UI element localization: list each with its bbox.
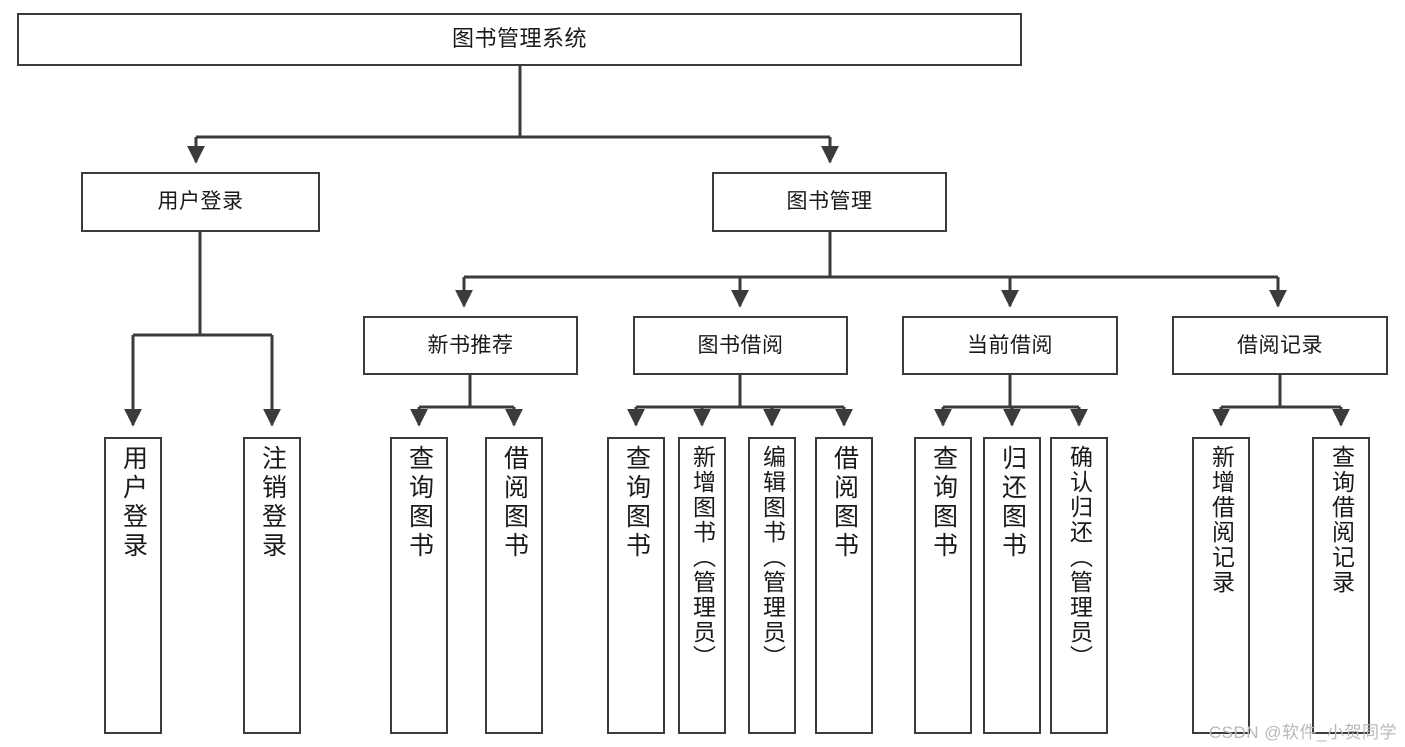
node-book-management[interactable]: 图书管理	[712, 172, 947, 232]
leaf-record-query[interactable]: 查询借阅记录	[1312, 437, 1370, 734]
node-label: 用户登录	[157, 190, 244, 214]
node-label: 图书管理	[786, 190, 873, 214]
node-label: 查询借阅记录	[1328, 445, 1355, 595]
leaf-current-return-book[interactable]: 归还图书	[983, 437, 1041, 734]
node-label: 新增借阅记录	[1208, 445, 1235, 595]
node-label: 查询图书	[405, 445, 434, 561]
leaf-borrow-add-book[interactable]: 新增图书（管理员）	[678, 437, 726, 734]
leaf-user-login-signin[interactable]: 用户登录	[104, 437, 162, 734]
node-borrow-record[interactable]: 借阅记录	[1172, 316, 1388, 375]
leaf-current-query-book[interactable]: 查询图书	[914, 437, 972, 734]
node-label: 借阅记录	[1237, 333, 1323, 357]
leaf-borrow-query-book[interactable]: 查询图书	[607, 437, 665, 734]
node-current-borrow[interactable]: 当前借阅	[902, 316, 1118, 375]
node-label: 借阅图书	[500, 445, 529, 561]
node-label: 新书推荐	[427, 333, 514, 357]
node-label: 查询图书	[622, 445, 651, 561]
leaf-record-add[interactable]: 新增借阅记录	[1192, 437, 1250, 734]
leaf-borrow-edit-book[interactable]: 编辑图书（管理员）	[748, 437, 796, 734]
node-label: 图书管理系统	[451, 26, 587, 52]
node-label: 当前借阅	[967, 333, 1053, 357]
node-label: 查询图书	[929, 445, 958, 561]
node-new-book-recommend[interactable]: 新书推荐	[363, 316, 578, 375]
node-label: 图书借阅	[697, 333, 784, 357]
leaf-borrow-borrow-book[interactable]: 借阅图书	[815, 437, 873, 734]
node-root-system[interactable]: 图书管理系统	[17, 13, 1022, 66]
node-label: 编辑图书（管理员）	[759, 445, 786, 670]
leaf-user-login-signout[interactable]: 注销登录	[243, 437, 301, 734]
node-label: 用户登录	[119, 445, 148, 561]
node-label: 新增图书（管理员）	[689, 445, 716, 670]
leaf-new-book-query[interactable]: 查询图书	[390, 437, 448, 734]
leaf-new-book-borrow[interactable]: 借阅图书	[485, 437, 543, 734]
node-book-borrow[interactable]: 图书借阅	[633, 316, 848, 375]
node-label: 确认归还（管理员）	[1066, 445, 1093, 670]
node-label: 归还图书	[998, 445, 1027, 561]
node-label: 注销登录	[258, 445, 287, 561]
leaf-current-confirm-return[interactable]: 确认归还（管理员）	[1050, 437, 1108, 734]
node-label: 借阅图书	[830, 445, 859, 561]
node-user-login[interactable]: 用户登录	[81, 172, 320, 232]
